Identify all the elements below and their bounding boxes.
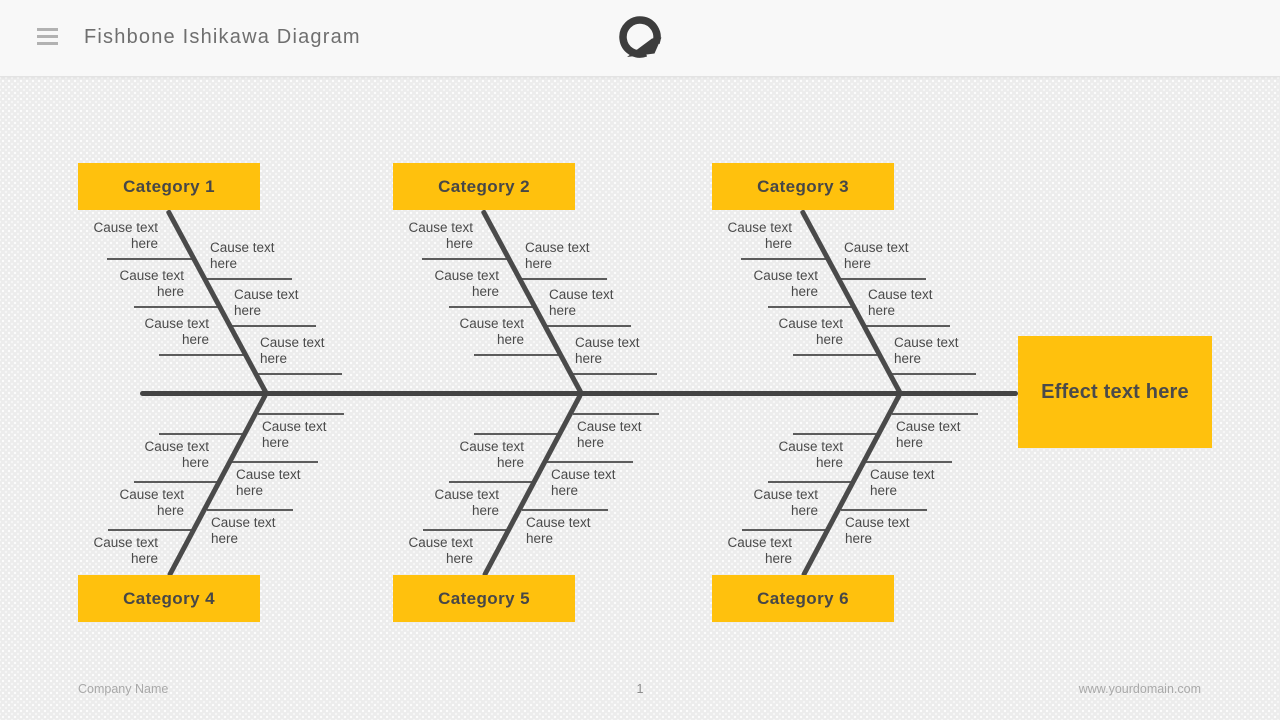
cause-label[interactable]: Cause text here xyxy=(778,439,843,471)
cause-line xyxy=(742,529,828,531)
cause-line xyxy=(768,481,854,483)
cause-line xyxy=(793,433,879,435)
cause-line xyxy=(892,413,978,415)
cause-label[interactable]: Cause text here xyxy=(894,335,959,367)
cause-label[interactable]: Cause text here xyxy=(753,487,818,519)
cause-label[interactable]: Cause text here xyxy=(210,240,275,272)
branch-category-5: Category 5 Cause text here Cause text he… xyxy=(393,393,693,623)
branch-category-1: Category 1 Cause text here Cause text he… xyxy=(78,163,378,395)
cause-line xyxy=(741,258,827,260)
cause-label[interactable]: Cause text here xyxy=(549,287,614,319)
cause-label[interactable]: Cause text here xyxy=(868,287,933,319)
cause-label[interactable]: Cause text here xyxy=(526,515,591,547)
cause-label[interactable]: Cause text here xyxy=(844,240,909,272)
category-box[interactable]: Category 3 xyxy=(712,163,894,210)
cause-label[interactable]: Cause text here xyxy=(870,467,935,499)
hamburger-menu-icon[interactable] xyxy=(37,28,58,45)
cause-label[interactable]: Cause text here xyxy=(575,335,640,367)
cause-label[interactable]: Cause text here xyxy=(896,419,961,451)
branch-category-3: Category 3 Cause text here Cause text he… xyxy=(712,163,1012,395)
cause-label[interactable]: Cause text here xyxy=(845,515,910,547)
cause-line xyxy=(258,413,344,415)
cause-line xyxy=(134,306,220,308)
page-number: 1 xyxy=(636,682,644,696)
cause-label[interactable]: Cause text here xyxy=(144,439,209,471)
cause-label[interactable]: Cause text here xyxy=(262,419,327,451)
branch-category-4: Category 4 Cause text here Cause text he… xyxy=(78,393,378,623)
cause-line xyxy=(422,258,508,260)
cause-label[interactable]: Cause text here xyxy=(211,515,276,547)
cause-line xyxy=(890,373,976,375)
cause-label[interactable]: Cause text here xyxy=(144,316,209,348)
cause-line xyxy=(571,373,657,375)
page-title: Fishbone Ishikawa Diagram xyxy=(84,26,361,48)
cause-line xyxy=(573,413,659,415)
cause-line xyxy=(108,529,194,531)
cause-label[interactable]: Cause text here xyxy=(93,535,158,567)
cause-line xyxy=(159,433,245,435)
cause-line xyxy=(134,481,220,483)
cause-label[interactable]: Cause text here xyxy=(234,287,299,319)
cause-label[interactable]: Cause text here xyxy=(459,316,524,348)
cause-line xyxy=(207,509,293,511)
cause-line xyxy=(768,306,854,308)
cause-label[interactable]: Cause text here xyxy=(753,268,818,300)
cause-label[interactable]: Cause text here xyxy=(408,220,473,252)
cause-line xyxy=(841,509,927,511)
website-url: www.yourdomain.com xyxy=(1078,682,1201,696)
cause-label[interactable]: Cause text here xyxy=(727,535,792,567)
cause-label[interactable]: Cause text here xyxy=(434,487,499,519)
cause-line xyxy=(521,278,607,280)
cause-label[interactable]: Cause text here xyxy=(408,535,473,567)
cause-line xyxy=(449,481,535,483)
cause-line xyxy=(545,325,631,327)
category-box[interactable]: Category 5 xyxy=(393,575,575,622)
cause-line xyxy=(840,278,926,280)
cause-label[interactable]: Cause text here xyxy=(727,220,792,252)
cause-line xyxy=(232,461,318,463)
cause-label[interactable]: Cause text here xyxy=(236,467,301,499)
cause-line xyxy=(474,354,560,356)
cause-label[interactable]: Cause text here xyxy=(119,268,184,300)
cause-line xyxy=(793,354,879,356)
g-arrow-logo-icon xyxy=(615,11,665,65)
branch-category-6: Category 6 Cause text here Cause text he… xyxy=(712,393,1012,623)
cause-label[interactable]: Cause text here xyxy=(778,316,843,348)
cause-line xyxy=(522,509,608,511)
cause-label[interactable]: Cause text here xyxy=(577,419,642,451)
effect-box[interactable]: Effect text here xyxy=(1018,336,1212,448)
company-name: Company Name xyxy=(78,682,169,696)
category-box[interactable]: Category 1 xyxy=(78,163,260,210)
category-box[interactable]: Category 6 xyxy=(712,575,894,622)
cause-line xyxy=(474,433,560,435)
cause-line xyxy=(107,258,193,260)
cause-label[interactable]: Cause text here xyxy=(93,220,158,252)
cause-line xyxy=(256,373,342,375)
category-box[interactable]: Category 2 xyxy=(393,163,575,210)
app-header: Fishbone Ishikawa Diagram xyxy=(0,0,1280,77)
category-box[interactable]: Category 4 xyxy=(78,575,260,622)
slide-footer: Company Name 1 www.yourdomain.com xyxy=(0,682,1280,698)
cause-line xyxy=(547,461,633,463)
cause-line xyxy=(449,306,535,308)
cause-line xyxy=(866,461,952,463)
cause-label[interactable]: Cause text here xyxy=(434,268,499,300)
fishbone-spine xyxy=(140,391,1018,396)
cause-label[interactable]: Cause text here xyxy=(525,240,590,272)
cause-line xyxy=(206,278,292,280)
cause-label[interactable]: Cause text here xyxy=(260,335,325,367)
branch-category-2: Category 2 Cause text here Cause text he… xyxy=(393,163,693,395)
cause-line xyxy=(230,325,316,327)
cause-label[interactable]: Cause text here xyxy=(459,439,524,471)
cause-line xyxy=(864,325,950,327)
cause-label[interactable]: Cause text here xyxy=(551,467,616,499)
cause-line xyxy=(423,529,509,531)
cause-label[interactable]: Cause text here xyxy=(119,487,184,519)
cause-line xyxy=(159,354,245,356)
